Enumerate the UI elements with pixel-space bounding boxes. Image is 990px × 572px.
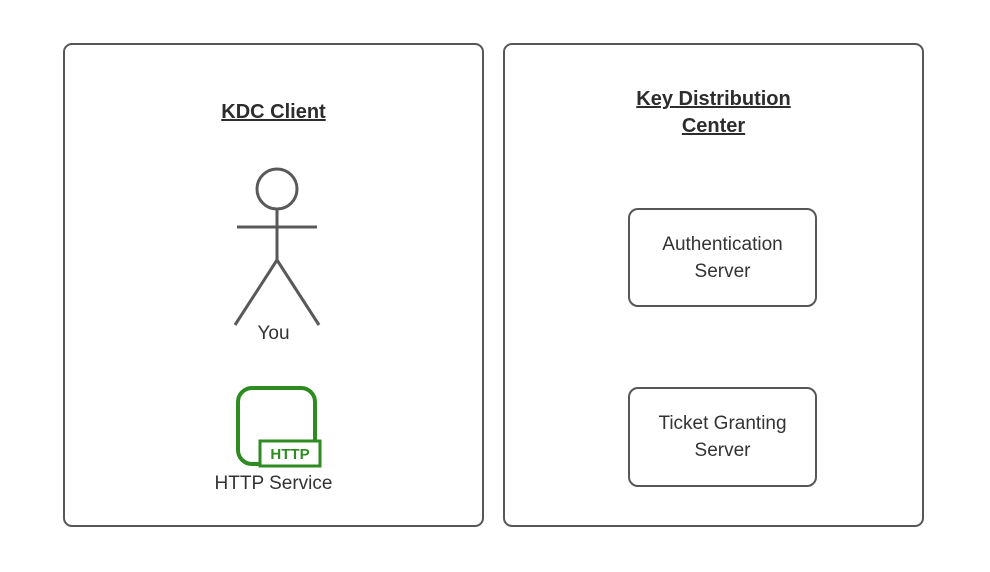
http-service-label: HTTP Service (214, 473, 333, 494)
authentication-server-box: Authentication Server (628, 208, 817, 307)
kdc-title-wrap: Key Distribution Center (505, 86, 922, 140)
http-service-icon: HTTP (236, 386, 322, 468)
ticket-granting-server-box: Ticket Granting Server (628, 387, 817, 487)
ticket-granting-server-label: Ticket Granting Server (658, 413, 787, 461)
http-badge-label: HTTP (270, 446, 309, 463)
kdc-client-title: KDC Client (221, 101, 326, 123)
key-distribution-center-panel: Key Distribution Center Authentication S… (503, 43, 924, 527)
person-icon (233, 167, 321, 326)
authentication-server-label: Authentication Server (662, 233, 783, 282)
actor-label: You (257, 323, 290, 344)
kdc-title: Key Distribution Center (636, 88, 791, 137)
kdc-client-title-wrap: KDC Client (65, 99, 482, 126)
kdc-client-panel: KDC Client You HTTP HTTP Service (63, 43, 484, 527)
